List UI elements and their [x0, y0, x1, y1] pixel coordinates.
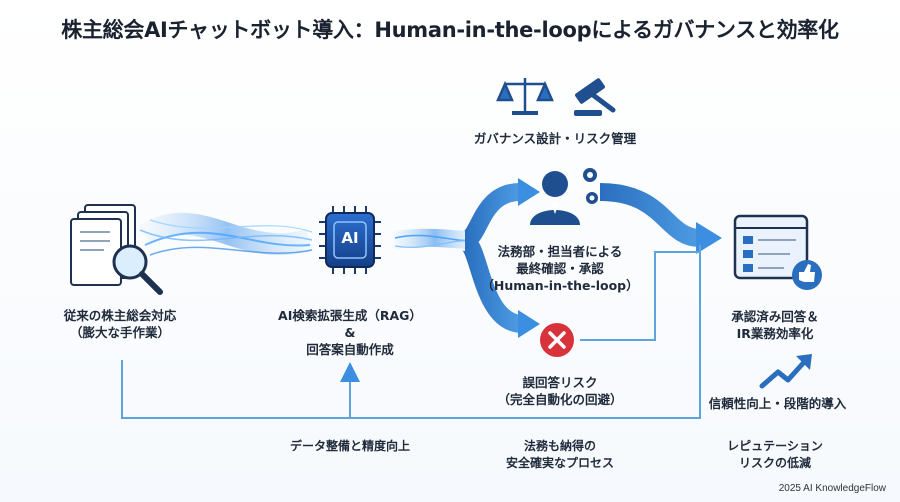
reputation-label: レピュテーション リスクの低減	[727, 439, 823, 470]
traditional-label: 従来の株主総会対応 （膨大な手作業）	[63, 308, 177, 340]
thumbs-up-icon	[792, 260, 822, 290]
approved-screen-icon	[733, 214, 809, 280]
ai-chip-text: AI	[341, 229, 359, 247]
trust-label: 信頼性向上・段階的導入	[708, 396, 847, 411]
gavel-icon	[574, 78, 616, 116]
energy-flow	[139, 212, 314, 256]
legal-staff-icon	[530, 171, 580, 225]
page-title: 株主総会AIチャットボット導入：Human-in-the-loopによるガバナン…	[61, 18, 839, 42]
feedback-lines	[121, 245, 701, 419]
trend-up-icon	[759, 354, 812, 389]
arrow-head-approved	[696, 222, 722, 254]
arrow-head-upper	[518, 178, 540, 206]
ai-process-label: AI検索拡張生成（RAG） & 回答案自動作成	[278, 308, 422, 357]
error-icon	[540, 323, 574, 357]
error-risk-label: 誤回答リスク （完全自動化の回避）	[497, 375, 623, 407]
gear-icon	[583, 168, 598, 204]
scales-icon	[496, 78, 554, 115]
data-improvement-label: データ整備と精度向上	[289, 439, 410, 453]
arrow-head-lower	[518, 310, 540, 338]
governance-label: ガバナンス設計・リスク管理	[473, 131, 637, 146]
legal-review-label: 法務部・担当者による 最終確認・承認 （Human-in-the-loop）	[481, 244, 639, 293]
magnifier-icon	[112, 244, 163, 295]
ai-chip-icon	[319, 206, 381, 274]
branch-arrows	[461, 178, 722, 338]
footer-credit: 2025 AI KnowledgeFlow	[778, 483, 886, 494]
safe-process-label: 法務も納得の 安全確実なプロセス	[505, 439, 614, 470]
approved-label: 承認済み回答＆ IR業務効率化	[731, 309, 819, 341]
